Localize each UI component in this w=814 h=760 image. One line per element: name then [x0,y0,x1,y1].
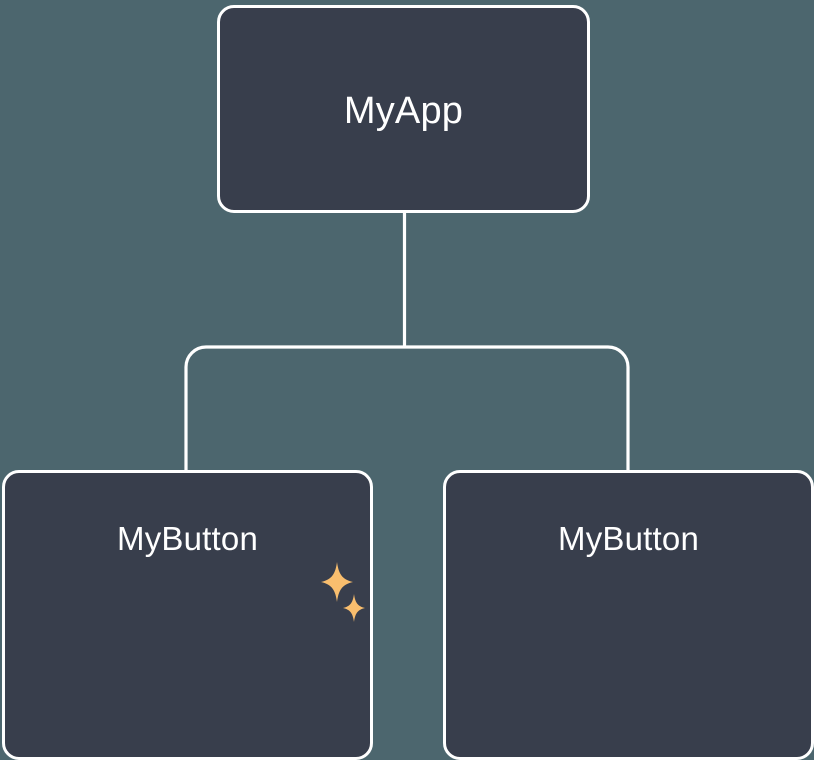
node-mybutton-right[interactable]: MyButton [443,470,814,760]
node-myapp[interactable]: MyApp [217,5,590,213]
connector-branch-right [404,345,630,472]
node-mybutton-right-label: MyButton [558,520,699,557]
node-mybutton-left[interactable]: MyButton [2,470,373,760]
node-mybutton-left-label: MyButton [117,520,258,557]
tree-connectors [184,211,630,472]
node-myapp-label: MyApp [343,90,464,132]
connector-branch-left [184,345,405,472]
diagram-canvas: MyApp MyButton count 1 MyButton count 0 [2,5,814,760]
